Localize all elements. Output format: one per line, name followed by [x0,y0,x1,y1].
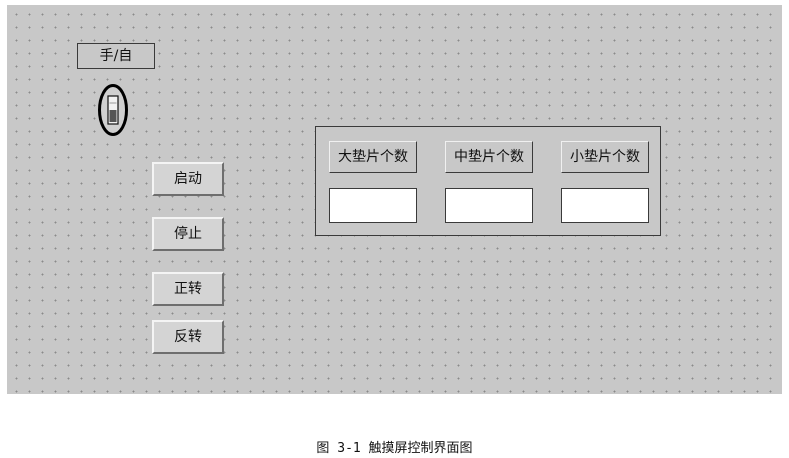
forward-button[interactable]: 正转 [152,272,224,306]
mode-label: 手/自 [77,43,155,69]
reverse-button[interactable]: 反转 [152,320,224,354]
stop-button[interactable]: 停止 [152,217,224,251]
washer-count-panel: 大垫片个数 中垫片个数 小垫片个数 [315,126,661,236]
figure-caption: 图 3-1 触摸屏控制界面图 [316,441,473,456]
toggle-switch-icon [98,84,128,136]
start-button[interactable]: 启动 [152,162,224,196]
large-washer-count-label: 大垫片个数 [329,141,417,173]
small-washer-count-label: 小垫片个数 [561,141,649,173]
medium-washer-count-display [445,188,533,223]
medium-washer-count-label: 中垫片个数 [445,141,533,173]
hmi-screen: 手/自 启动 停止 正转 反转 大垫片个数 中垫片个数 小垫片个数 [7,5,782,394]
small-washer-count-display [561,188,649,223]
manual-auto-switch[interactable] [97,83,129,137]
large-washer-count-display [329,188,417,223]
